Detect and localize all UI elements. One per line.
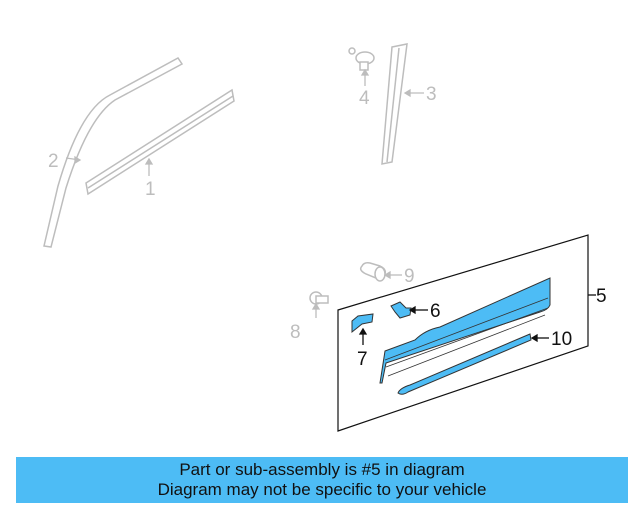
callout-5[interactable]: 5: [596, 286, 607, 307]
banner-line-2: Diagram may not be specific to your vehi…: [157, 480, 487, 499]
banner-line-1: Part or sub-assembly is #5 in diagram: [179, 460, 465, 479]
part-4-screw[interactable]: [348, 47, 375, 71]
callout-4[interactable]: 4: [359, 88, 370, 109]
part-moulding-upper: [379, 277, 551, 384]
part-9-clip[interactable]: [359, 262, 387, 282]
part-3-pillar-trim[interactable]: [381, 43, 408, 165]
part-10-moulding-lower: [397, 333, 532, 395]
part-1-belt-molding[interactable]: [85, 88, 235, 196]
callout-6[interactable]: 6: [430, 301, 441, 322]
info-banner: Part or sub-assembly is #5 in diagram Di…: [16, 457, 628, 503]
callout-9[interactable]: 9: [404, 266, 415, 287]
callout-7[interactable]: 7: [357, 349, 368, 370]
part-8-bolt[interactable]: [309, 291, 329, 305]
callout-3[interactable]: 3: [426, 84, 437, 105]
callout-1[interactable]: 1: [145, 179, 156, 200]
part-7-bracket: [351, 313, 374, 334]
callout-8[interactable]: 8: [290, 322, 301, 343]
part-5-assembly-panel[interactable]: [337, 234, 589, 432]
part-2-window-channel[interactable]: [43, 57, 184, 248]
callout-2[interactable]: 2: [48, 151, 59, 172]
callout-10[interactable]: 10: [551, 329, 572, 350]
part-6-clip: [390, 301, 412, 319]
